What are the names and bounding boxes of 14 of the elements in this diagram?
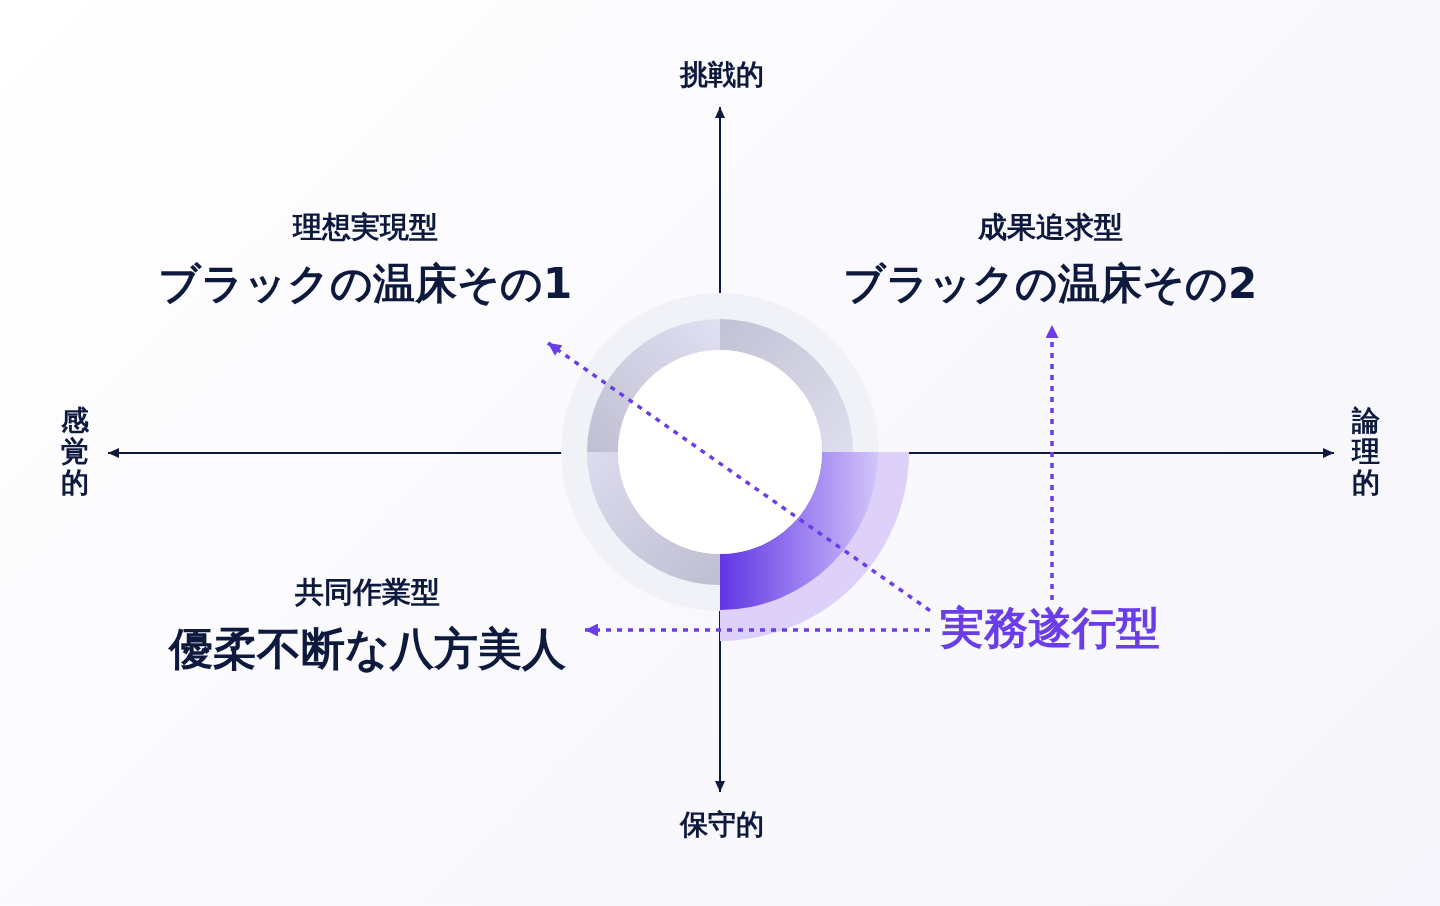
axis-label: 感覚的: [60, 405, 90, 498]
axis-label: 保守的: [680, 808, 764, 842]
type-heading: 理想実現型: [292, 210, 438, 245]
type-heading: 成果追求型: [977, 210, 1123, 245]
highlighted-type-name: 実務遂行型: [940, 601, 1160, 655]
type-name: 優柔不断な八方美人: [169, 624, 566, 674]
type-name: ブラックの温床その2: [842, 259, 1258, 309]
type-name: ブラックの温床その1: [157, 259, 573, 309]
axis-label: 挑戦的: [680, 58, 764, 92]
type-heading: 共同作業型: [295, 575, 440, 610]
axis-label: 論理的: [1351, 405, 1381, 498]
dotted-arrow: [547, 341, 931, 613]
dotted-arrow: [585, 623, 930, 637]
dotted-arrow: [1045, 325, 1059, 600]
